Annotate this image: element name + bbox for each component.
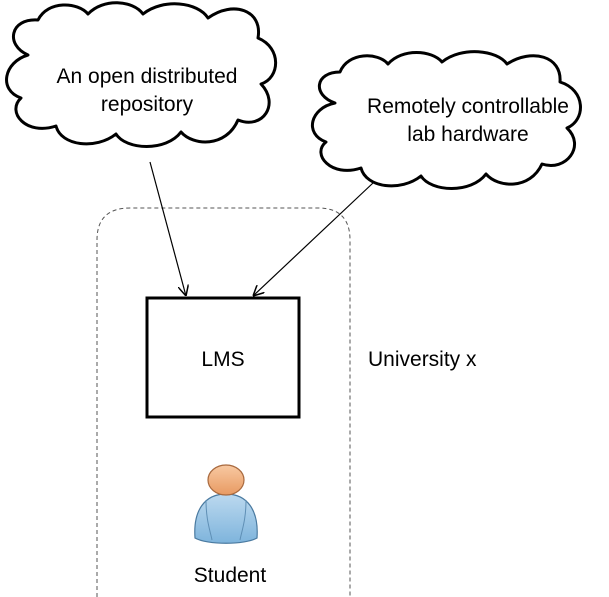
arrow-repository-to-lms — [149, 161, 186, 296]
lms-box — [145, 296, 301, 419]
cloud-hardware-line1: Remotely controllable — [367, 95, 569, 118]
cloud-hardware-line2: lab hardware — [407, 123, 528, 146]
student-label: Student — [194, 564, 267, 587]
cloud-repository-line1: An open distributed — [57, 65, 238, 88]
university-label: University x — [368, 348, 477, 371]
lms-label: LMS — [201, 348, 244, 371]
cloud-repository-line2: repository — [101, 93, 194, 116]
student-icon — [194, 464, 258, 544]
arrow-hardware-to-lms — [253, 182, 374, 296]
cloud-repository — [5, 1, 277, 148]
cloud-hardware — [310, 50, 582, 190]
